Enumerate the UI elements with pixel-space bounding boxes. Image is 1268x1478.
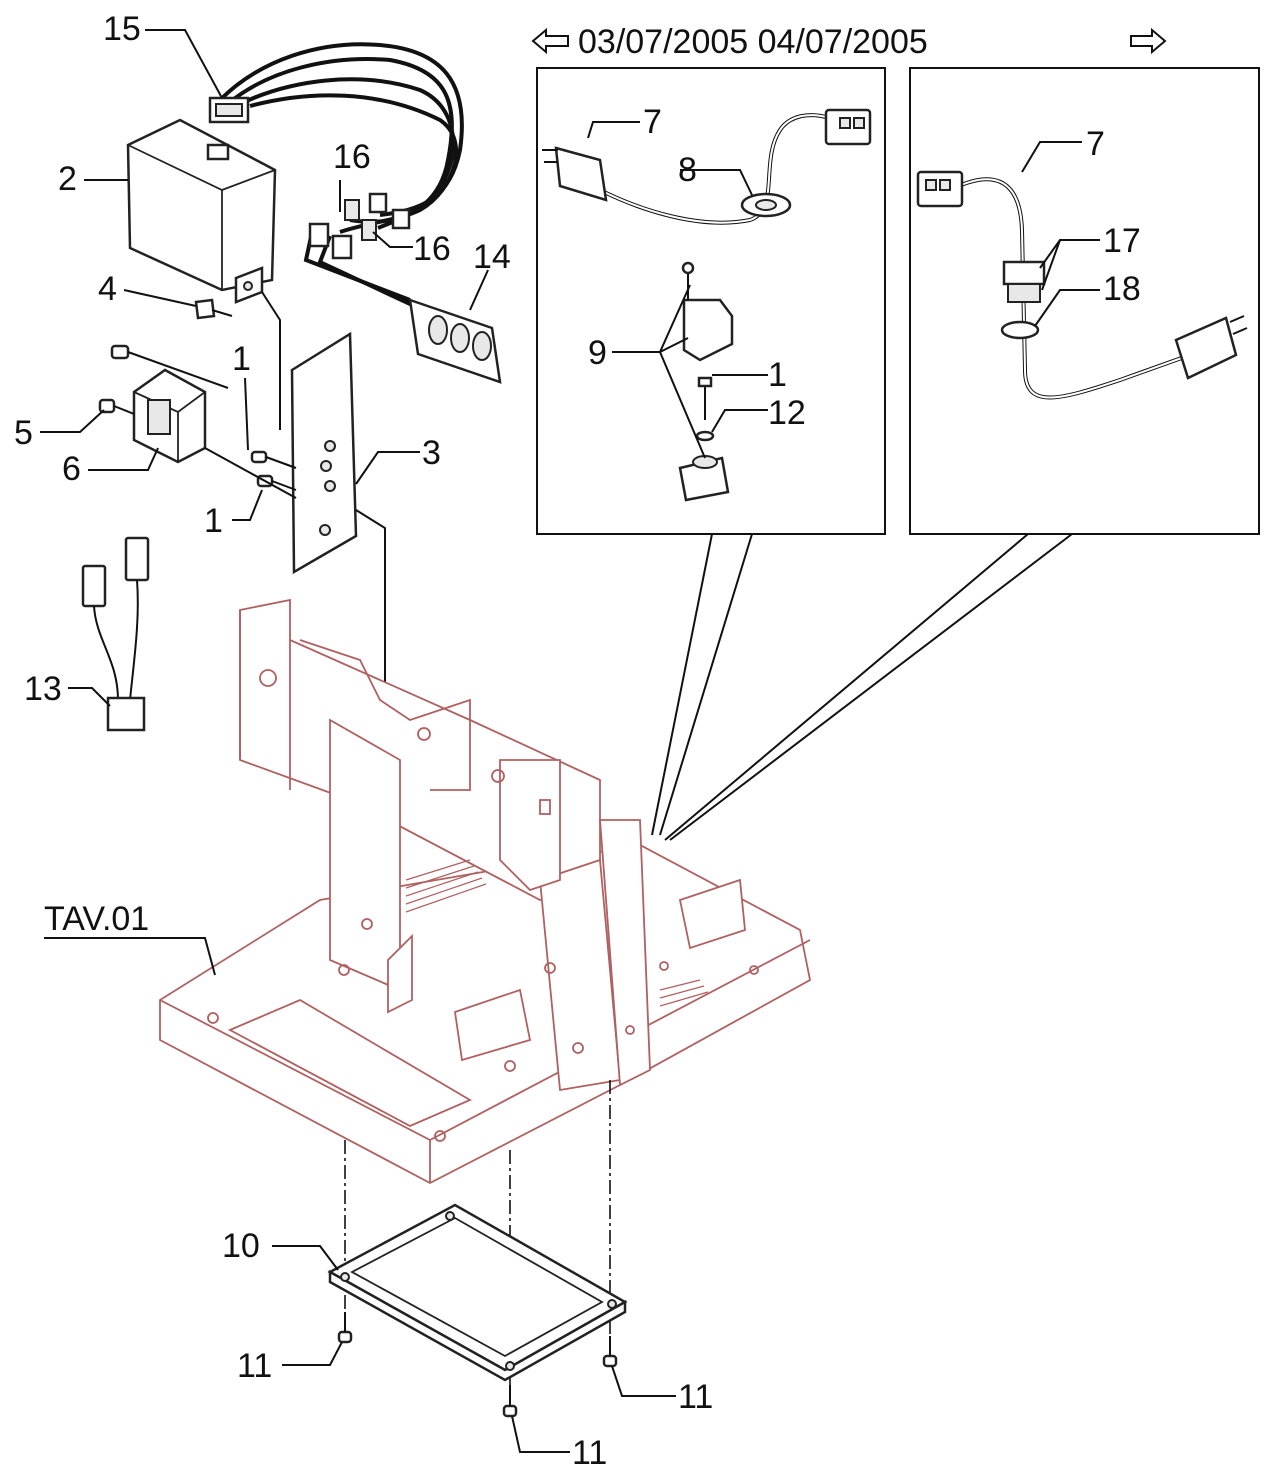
callout-17: 17 xyxy=(1103,222,1141,260)
date-range-text: 03/07/2005 04/07/2005 xyxy=(578,23,928,61)
inset-old-version: 7 8 9 1 12 xyxy=(536,67,886,836)
callout-16-upper: 16 xyxy=(333,138,371,176)
callout-16-lower: 16 xyxy=(413,230,451,268)
callout-11-bottom: 11 xyxy=(572,1434,607,1472)
wire-harness: 15 16 16 14 xyxy=(103,10,511,384)
left-arrow-icon xyxy=(531,27,569,55)
callout-11-left: 11 xyxy=(237,1347,272,1385)
callout-7-new: 7 xyxy=(1086,125,1105,163)
cable-13: 13 xyxy=(24,536,150,732)
callout-12: 12 xyxy=(768,394,806,432)
callout-3: 3 xyxy=(422,434,441,472)
callout-2: 2 xyxy=(58,160,77,198)
callout-9: 9 xyxy=(588,334,607,372)
callout-18: 18 xyxy=(1103,270,1141,308)
main-frame: TAV.01 xyxy=(44,598,812,1185)
callout-1-lower: 1 xyxy=(204,502,223,540)
bottom-cover: 10 11 11 11 xyxy=(222,1203,713,1472)
callout-11-right: 11 xyxy=(678,1378,713,1416)
callout-6: 6 xyxy=(62,450,81,488)
date-header: 03/07/2005 04/07/2005 xyxy=(531,23,1167,61)
callout-10: 10 xyxy=(222,1227,260,1265)
callout-15: 15 xyxy=(103,10,141,48)
frame-reference-label: TAV.01 xyxy=(44,900,149,938)
callout-8: 8 xyxy=(678,151,697,189)
callout-7: 7 xyxy=(643,103,662,141)
callout-1-inset: 1 xyxy=(768,356,787,394)
callout-1-upper: 1 xyxy=(232,340,251,378)
right-arrow-icon xyxy=(1130,27,1167,55)
control-box: 2 4 xyxy=(58,118,281,430)
inset-new-version: 7 17 18 xyxy=(664,67,1260,841)
callout-4: 4 xyxy=(98,270,117,308)
mounting-plate: 1 1 3 xyxy=(204,331,441,720)
relay-assembly: 5 6 xyxy=(14,344,229,488)
callout-5: 5 xyxy=(14,414,33,452)
callout-13: 13 xyxy=(24,670,62,708)
callout-14: 14 xyxy=(473,238,511,276)
